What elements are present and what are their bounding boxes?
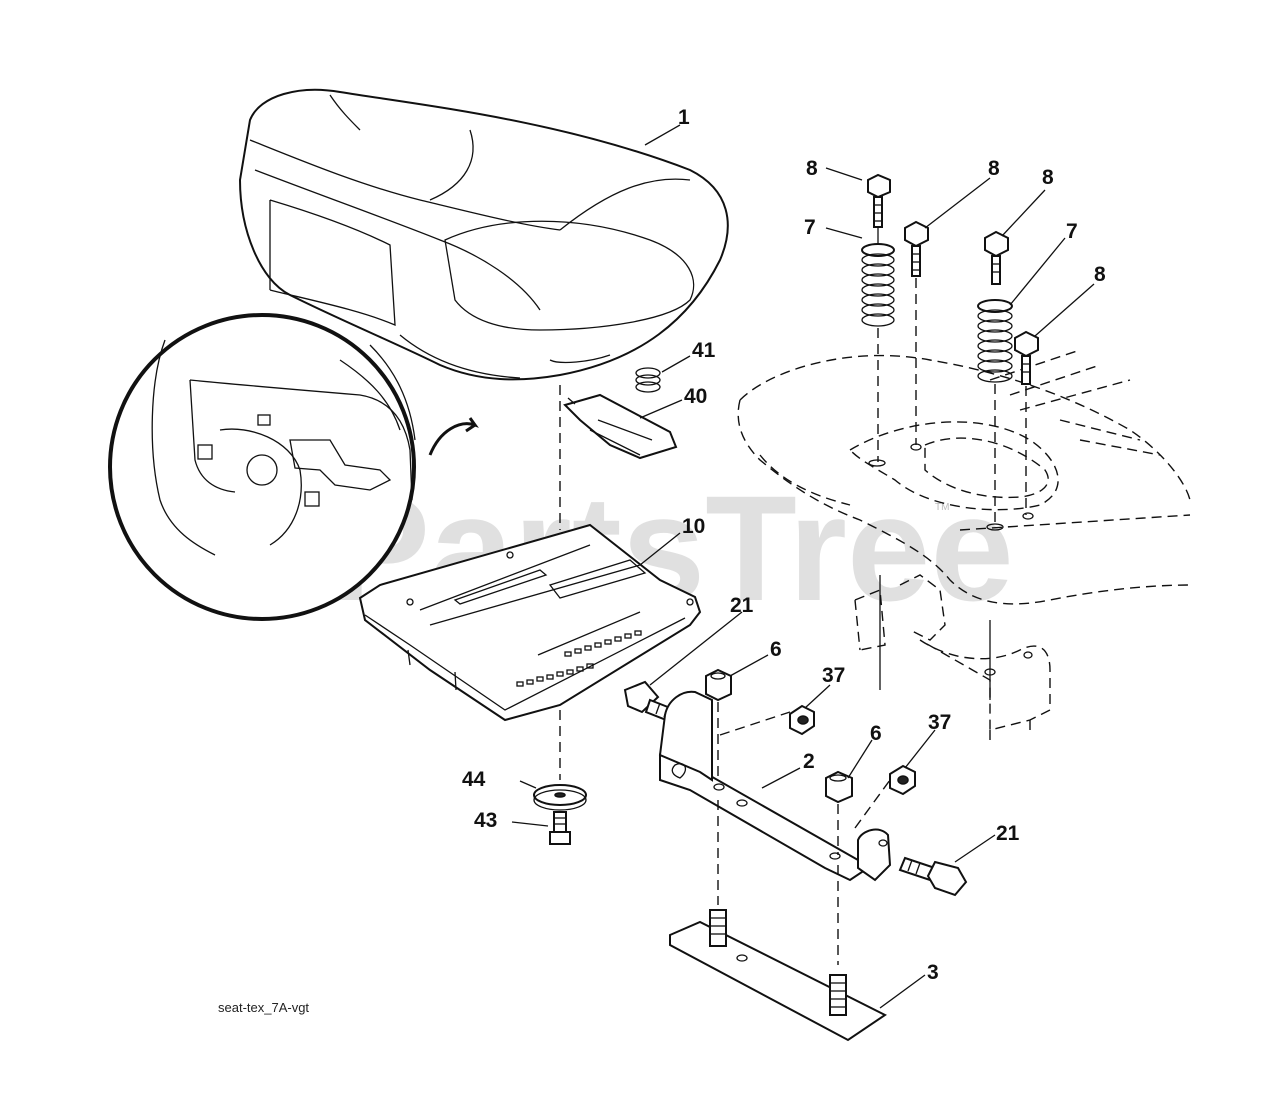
screw[interactable] xyxy=(549,811,571,845)
stud-left xyxy=(709,909,727,947)
callout-43: 43 xyxy=(474,809,497,832)
tractor-frame-reference xyxy=(737,349,1191,745)
callout-6-left: 6 xyxy=(770,638,782,661)
pan-slot-row-1 xyxy=(516,663,594,687)
spring-7-left[interactable] xyxy=(861,243,895,327)
callout-37-right: 37 xyxy=(928,711,951,734)
callout-21-right: 21 xyxy=(996,822,1020,845)
detail-inset xyxy=(108,313,479,621)
seat-pan[interactable] xyxy=(358,523,702,722)
spring-7-right[interactable] xyxy=(977,299,1013,383)
mounting-plate[interactable] xyxy=(669,909,887,1042)
callout-2: 2 xyxy=(803,750,815,773)
nut-6-left[interactable] xyxy=(705,668,732,702)
callout-10: 10 xyxy=(682,515,705,538)
seat[interactable] xyxy=(238,88,729,381)
washer[interactable] xyxy=(533,784,587,811)
bolt-8-a[interactable] xyxy=(867,173,891,228)
callout-1: 1 xyxy=(678,106,690,129)
callout-7-left: 7 xyxy=(804,216,816,239)
callout-41: 41 xyxy=(692,339,716,362)
callout-8-a: 8 xyxy=(806,157,818,180)
pan-slot-row-2 xyxy=(564,630,642,657)
seat-clip[interactable] xyxy=(563,393,678,460)
bolt-8-b[interactable] xyxy=(904,220,929,277)
bolt-8-c[interactable] xyxy=(984,230,1009,285)
stud-right xyxy=(829,974,847,1016)
callout-6-right: 6 xyxy=(870,722,882,745)
callout-7-right: 7 xyxy=(1066,220,1078,243)
nut-37-left[interactable] xyxy=(789,704,815,736)
nut-6-right[interactable] xyxy=(825,770,853,804)
callout-8-d: 8 xyxy=(1094,263,1106,286)
figure-code: seat-tex_7A-vgt xyxy=(218,1000,309,1015)
callout-37-left: 37 xyxy=(822,664,845,687)
callout-8-b: 8 xyxy=(988,157,1000,180)
callout-44: 44 xyxy=(462,768,486,791)
callout-21-left: 21 xyxy=(730,594,754,617)
bolt-21-right[interactable] xyxy=(898,856,968,897)
nut-37-right[interactable] xyxy=(889,764,916,796)
watermark-tm: TM xyxy=(935,502,949,513)
seat-bracket[interactable] xyxy=(658,690,892,882)
callout-40: 40 xyxy=(684,385,707,408)
small-spring[interactable] xyxy=(635,367,661,393)
bolt-8-d[interactable] xyxy=(1014,330,1039,385)
callout-8-c: 8 xyxy=(1042,166,1054,189)
callout-3: 3 xyxy=(927,961,939,984)
